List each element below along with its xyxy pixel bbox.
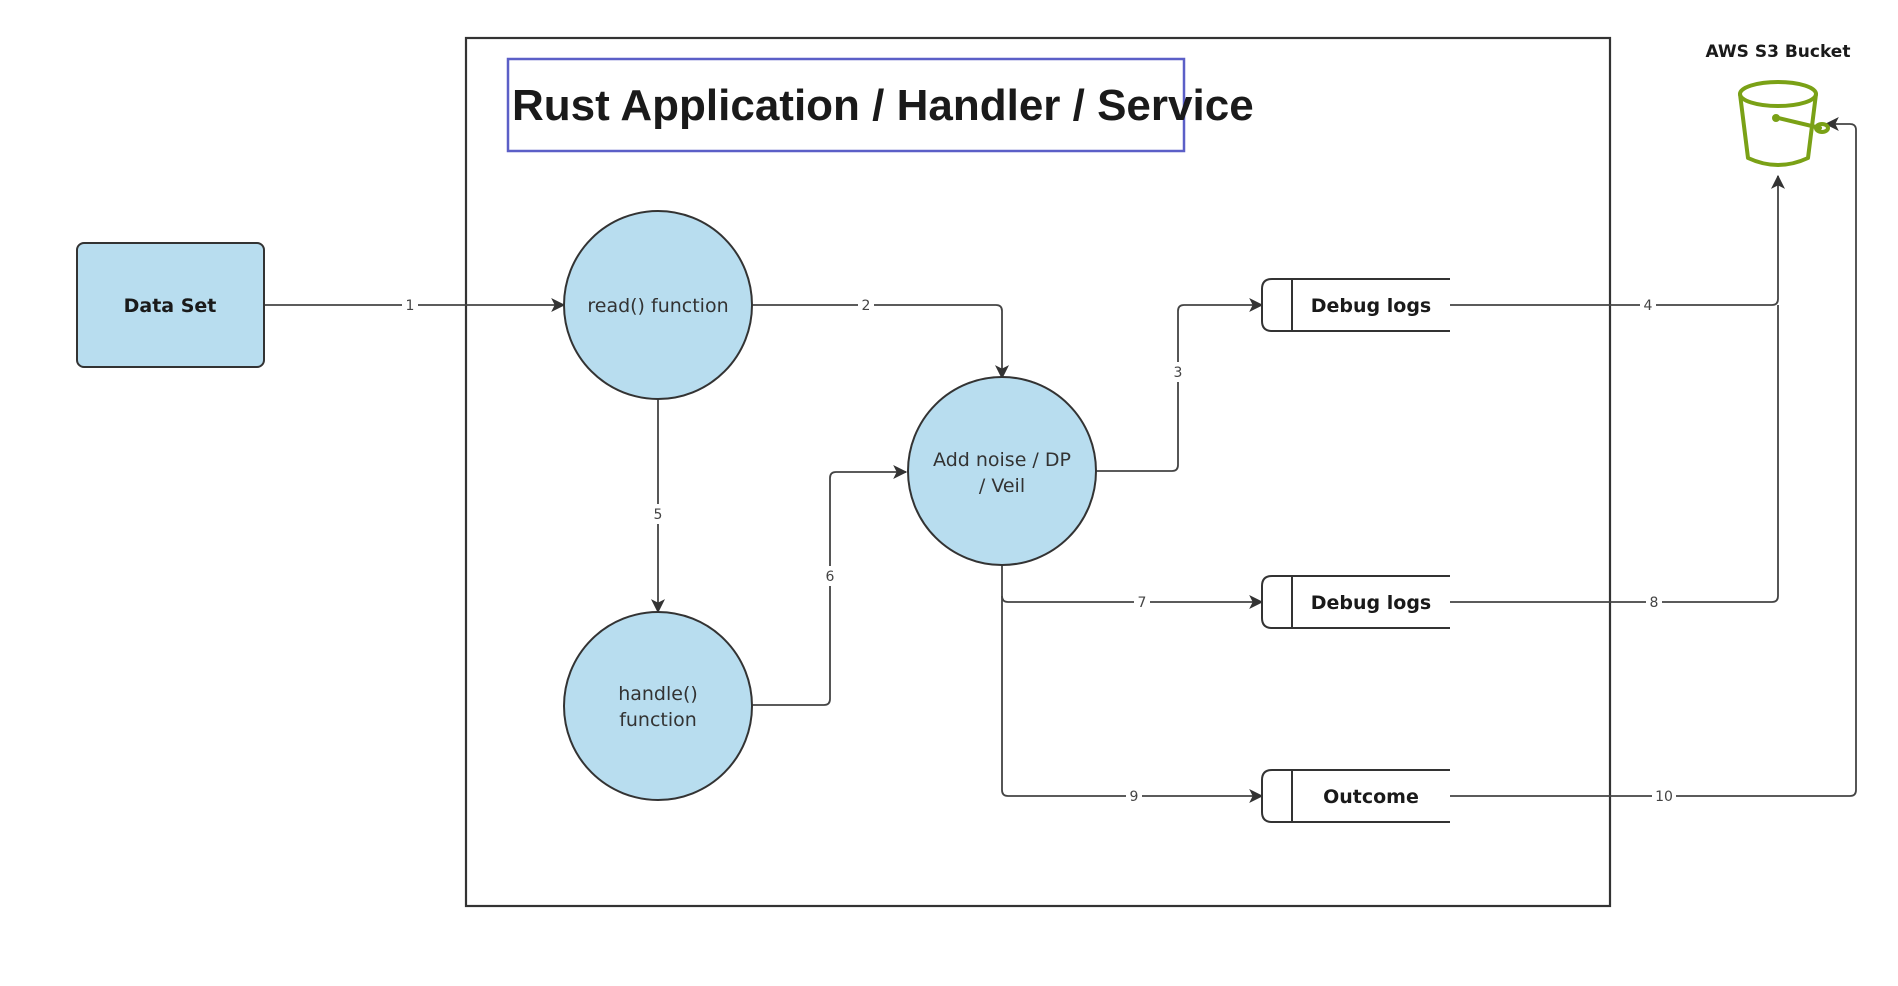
edge-10 <box>1450 117 1857 797</box>
datastore-debug-logs-2: Debug logs <box>1261 575 1450 629</box>
edge-9 <box>1001 596 1264 803</box>
service-boundary <box>464 36 1612 908</box>
edge-label-10: 10 <box>1655 789 1673 805</box>
edge-label-9: 9 <box>1130 789 1139 805</box>
edge-7 <box>1001 565 1264 609</box>
edge-label-4: 4 <box>1644 298 1653 314</box>
handle-function-label-line1: handle() <box>618 683 698 705</box>
node-data-set: Data Set <box>76 242 265 368</box>
node-read-function: read() function <box>563 210 753 400</box>
handle-function-label-line2: function <box>619 709 697 731</box>
edge-label-2: 2 <box>862 298 871 314</box>
read-function-label: read() function <box>587 295 728 317</box>
edge-label-3: 3 <box>1174 365 1183 381</box>
aws-s3-bucket: AWS S3 Bucket <box>1706 42 1851 167</box>
edge-labels: 1 2 3 4 5 6 7 8 9 10 <box>402 295 1676 806</box>
add-noise-label-line1: Add noise / DP <box>933 449 1071 471</box>
data-set-label: Data Set <box>124 295 217 317</box>
edge-3 <box>1096 298 1264 472</box>
edge-2 <box>752 304 1009 380</box>
s3-bucket-label: AWS S3 Bucket <box>1706 42 1851 62</box>
add-noise-label-line2: / Veil <box>979 475 1025 497</box>
edge-6 <box>752 465 908 706</box>
edge-label-1: 1 <box>406 298 415 314</box>
title-box <box>506 57 1186 153</box>
edge-label-7: 7 <box>1138 595 1147 611</box>
node-handle-function: handle() function <box>563 611 753 801</box>
edge-4 <box>1450 174 1785 306</box>
edge-label-6: 6 <box>826 569 835 585</box>
bucket-icon <box>1738 80 1830 167</box>
datastore-debug-logs-1: Debug logs <box>1261 278 1450 332</box>
node-add-noise: Add noise / DP / Veil <box>907 376 1097 566</box>
debug-logs-1-label: Debug logs <box>1311 295 1431 317</box>
edge-label-5: 5 <box>654 507 663 523</box>
edge-8 <box>1450 305 1779 603</box>
debug-logs-2-label: Debug logs <box>1311 592 1431 614</box>
edge-label-8: 8 <box>1650 595 1659 611</box>
outcome-label: Outcome <box>1323 786 1419 808</box>
diagram-title: Rust Application / Handler / Service <box>512 81 1254 130</box>
datastore-outcome: Outcome <box>1261 769 1450 823</box>
